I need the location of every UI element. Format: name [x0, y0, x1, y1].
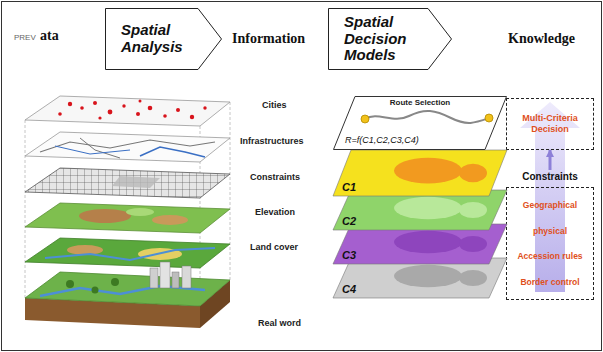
text-label: Elevation [255, 207, 295, 217]
land-cover-layer [25, 238, 230, 268]
text-label: Constraints [250, 172, 300, 182]
node-text: Accession rules [510, 251, 590, 261]
criterion-layer-shape [333, 150, 507, 196]
node-text: C3 [342, 249, 507, 261]
text-label: Cities [262, 100, 287, 110]
text-label: Information [232, 31, 305, 47]
constraints-layer [25, 168, 230, 198]
cities-layer [25, 96, 230, 126]
infrastructures-layer [25, 132, 230, 162]
criterion-layer: C1 [333, 150, 507, 196]
node-text: C1 [342, 181, 507, 193]
node-text: Route Selection [345, 99, 507, 108]
node-text: C4 [342, 283, 507, 295]
text-label: Infrastructures [240, 136, 304, 146]
process-arrow: Spatial Decision Models [328, 8, 452, 70]
dashed-box: ConstraintsGeographical physicalAccession… [506, 170, 594, 300]
text-label: ata [40, 28, 59, 44]
process-arrow: Spatial Analysis [105, 8, 222, 70]
connector-arrow [549, 150, 552, 170]
text-label: Real word [258, 318, 301, 328]
node-text: physical [510, 226, 590, 236]
text-label: Knowledge [508, 31, 575, 47]
node-text: Multi-Criteria Decision [511, 113, 589, 135]
node-text: C2 [342, 215, 507, 227]
node-text: Constraints [506, 170, 594, 184]
node-text: Border control [510, 277, 590, 287]
dashed-box: Multi-Criteria Decision [506, 98, 594, 150]
route-layer: Route SelectionR=f(C1,C2,C3,C4) [333, 96, 507, 150]
elevation-layer [25, 203, 230, 233]
node-text: R=f(C1,C2,C3,C4) [345, 135, 507, 145]
node-text: Spatial Analysis [121, 22, 196, 56]
text-label: PREV [14, 33, 36, 42]
node-text: Spatial Decision Models [344, 14, 426, 64]
layer-guides [25, 102, 230, 306]
text-label: Land cover [250, 242, 298, 252]
node-text: Geographical [510, 200, 590, 210]
real-world-block [25, 262, 230, 328]
dashed-frame: Geographical physicalAccession rulesBorde… [506, 187, 594, 300]
